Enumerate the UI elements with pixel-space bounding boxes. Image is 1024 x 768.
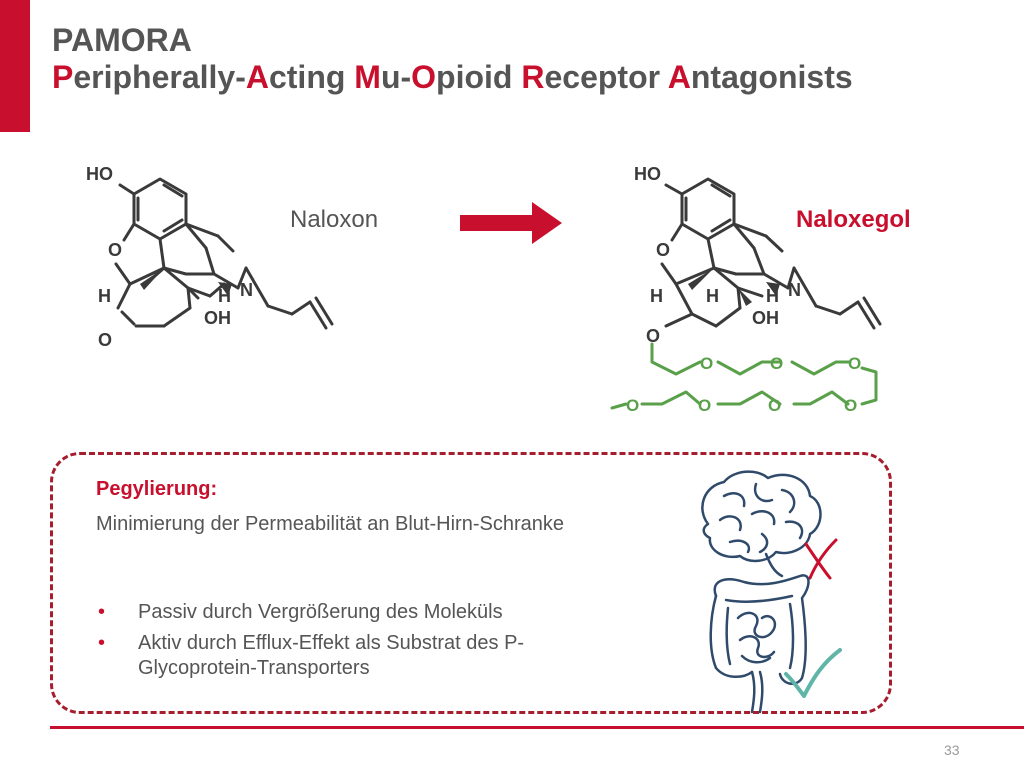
naloxone-label-oh: OH [204, 308, 231, 328]
naloxegol-label-h-left: H [650, 286, 663, 306]
peg-oxygen-7: O [626, 396, 639, 415]
title-text-segment: eripherally- [73, 59, 246, 95]
right-arrow-icon [460, 202, 562, 244]
title-text-segment: u- [380, 59, 412, 95]
naloxone-label-o-ring: O [108, 240, 122, 260]
peg-oxygen-1: O [700, 354, 713, 373]
title-acronym-letter: P [52, 59, 74, 95]
peg-oxygen-6: O [698, 396, 711, 415]
intestine-icon [709, 574, 810, 714]
pegylation-box [50, 452, 892, 714]
title-acronym-letter: M [354, 59, 381, 95]
naloxone-structure: HO O H H N OH O [86, 164, 334, 350]
title-acronym-letter: R [521, 59, 545, 95]
cross-mark-icon [804, 538, 838, 580]
organs-illustration [701, 470, 842, 714]
title-line-1: PAMORA [52, 22, 192, 58]
title-text-segment: ntagonists [690, 59, 853, 95]
brain-icon [701, 470, 822, 578]
bullet-text: Passiv durch Vergrößerung des Moleküls [138, 601, 503, 623]
naloxone-label-ho: HO [86, 164, 113, 184]
title-acronym-letter: O [411, 59, 437, 95]
footer-rule [50, 726, 1024, 729]
bullet-item: • Aktiv durch Efflux-Effekt als Substrat… [96, 631, 636, 681]
title-acronym-letter: A [667, 59, 691, 95]
naloxone-label-h-right: H [218, 286, 231, 306]
peg-oxygen-3: O [848, 354, 861, 373]
naloxegol-label-o-link: O [646, 326, 660, 346]
bullet-item: • Passiv durch Vergrößerung des Moleküls [96, 600, 636, 625]
page-number: 33 [944, 742, 960, 758]
naloxegol-label-ho: HO [634, 164, 661, 184]
bullet-dot: • [98, 601, 106, 623]
accent-bar [0, 0, 30, 132]
title-line-2: Peripherally-Acting Mu-Opioid Receptor A… [52, 59, 853, 96]
pegylation-description: Minimierung der Permeabilität an Blut-Hi… [96, 513, 564, 535]
title-text-segment: cting [268, 59, 355, 95]
naloxone-label-n: N [240, 280, 253, 300]
title-text-segment: eceptor [544, 59, 668, 95]
pegylation-heading: Pegylierung: [96, 478, 218, 500]
peg-oxygen-4: O [844, 396, 857, 415]
peg-oxygen-2: O [770, 354, 783, 373]
bullet-dot: • [98, 632, 106, 654]
naloxegol-label-h-right: H [766, 286, 779, 306]
pegylation-bullet-list: • Passiv durch Vergrößerung des Moleküls… [96, 600, 636, 687]
naloxegol-structure: O O O O O O O HO O H H H N OH O [610, 164, 882, 415]
naloxone-name: Naloxon [290, 206, 379, 233]
peg-oxygen-5: O [768, 396, 781, 415]
naloxegol-label-oh: OH [752, 308, 779, 328]
slide-title: PAMORA Peripherally-Acting Mu-Opioid Rec… [52, 22, 853, 96]
title-acronym-letter: A [245, 59, 269, 95]
naloxegol-name: Naloxegol [796, 206, 911, 233]
bullet-text: Aktiv durch Efflux-Effekt als Substrat d… [138, 632, 525, 679]
naloxegol-label-o-ring: O [656, 240, 670, 260]
naloxegol-label-n: N [788, 280, 801, 300]
check-mark-icon [784, 648, 842, 698]
naloxone-label-h-left: H [98, 286, 111, 306]
title-text-segment: pioid [436, 59, 522, 95]
naloxegol-label-h-mid: H [706, 286, 719, 306]
naloxone-label-o-keto: O [98, 330, 112, 350]
